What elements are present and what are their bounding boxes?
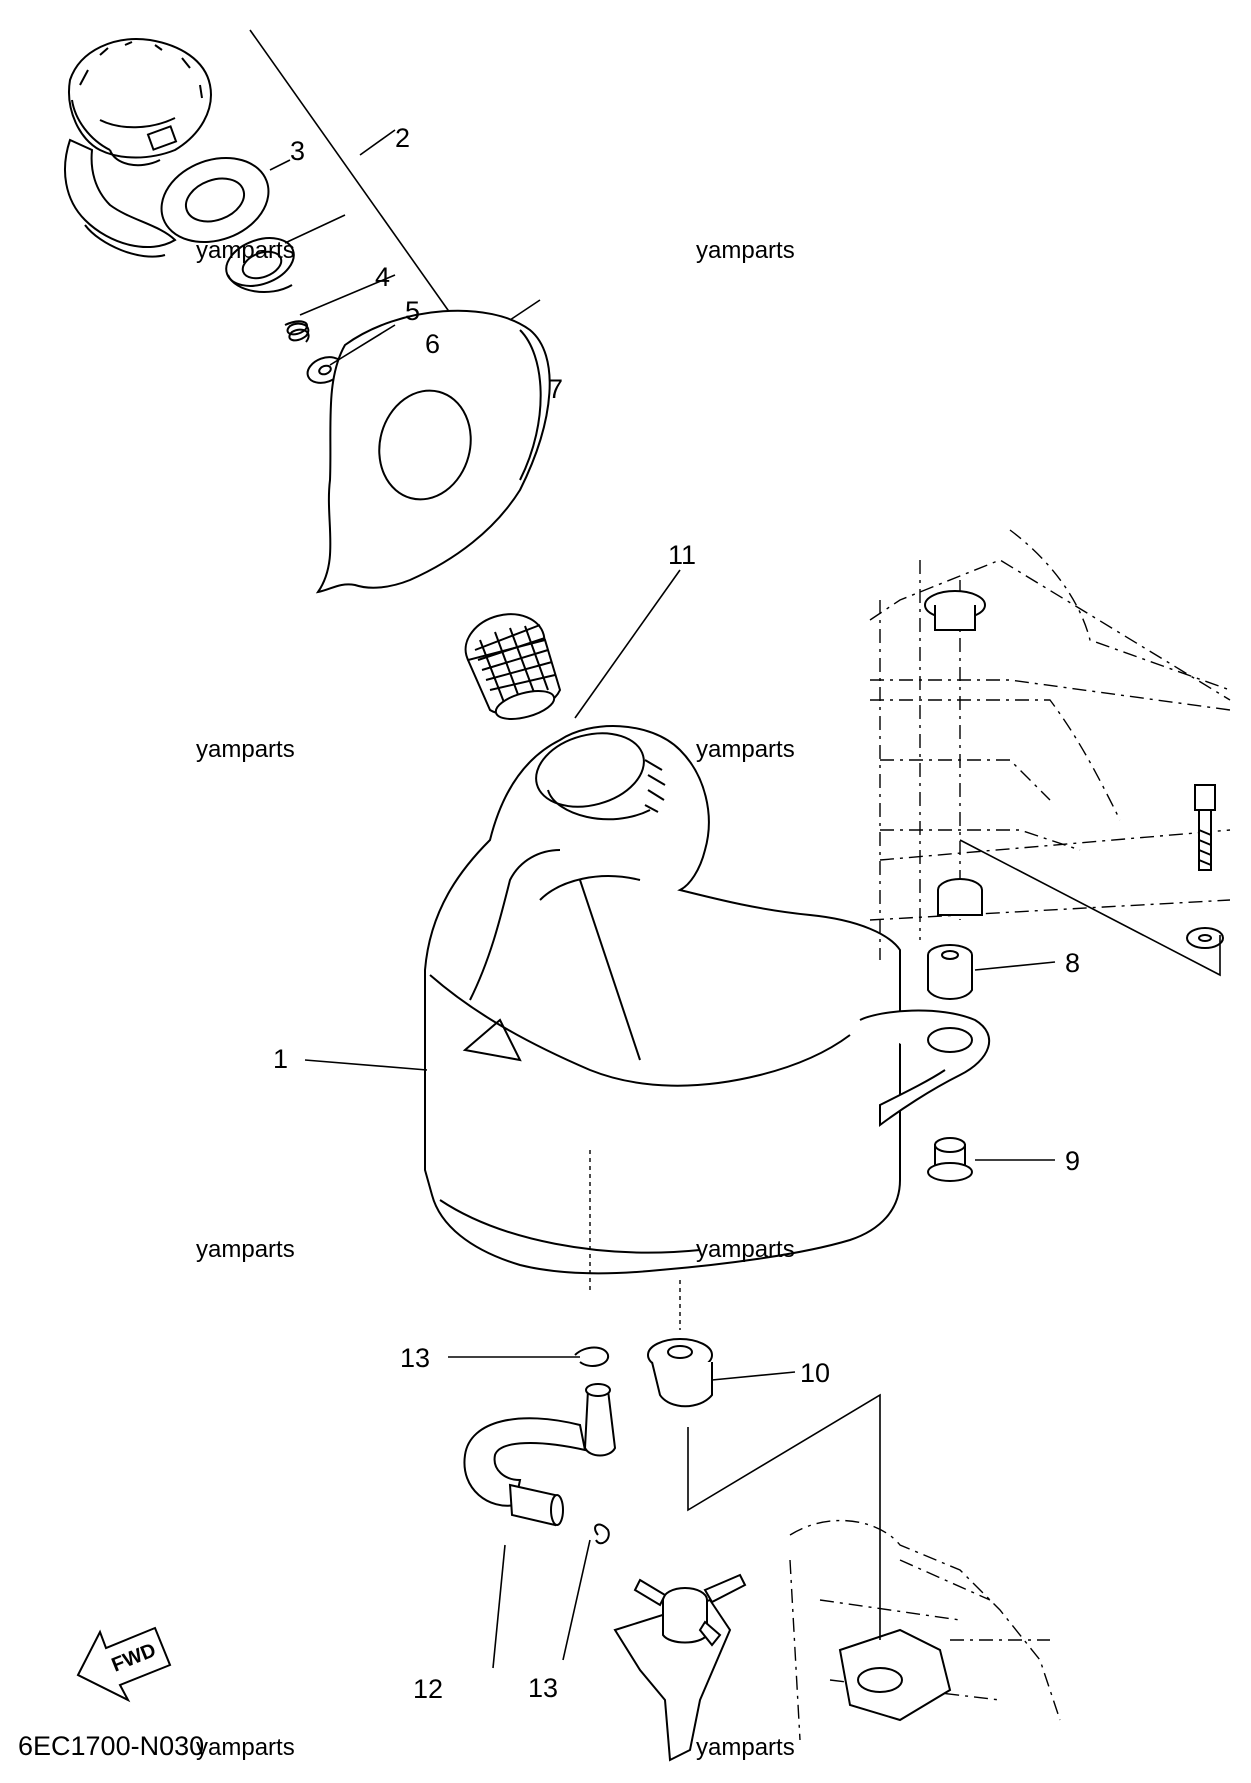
grommet-part-8 <box>927 944 973 1000</box>
leader-lines <box>269 159 1221 1669</box>
lower-casting-reference <box>789 1519 1061 1741</box>
grommet-part-10 <box>647 1338 713 1408</box>
callout-4: 4 <box>375 262 390 292</box>
callout-10: 10 <box>800 1358 830 1388</box>
watermark: yamparts <box>196 736 295 763</box>
filter-part-11 <box>464 613 562 720</box>
fuel-hose-part-12 <box>463 1383 617 1527</box>
fuel-joint <box>613 1573 747 1762</box>
callout-8: 8 <box>1065 948 1080 978</box>
fwd-arrow-icon: FWD <box>76 1626 172 1703</box>
watermark: yamparts <box>196 1734 295 1761</box>
watermark: yamparts <box>196 1236 295 1263</box>
gasket-part-3 <box>160 156 270 244</box>
watermark: yamparts <box>696 736 795 763</box>
spring-part-5 <box>284 320 310 343</box>
fuel-cap <box>64 38 212 258</box>
diagram-code: 6EC1700-N030 <box>18 1731 204 1761</box>
callout-13-lower: 13 <box>528 1673 558 1703</box>
watermark: yamparts <box>696 1236 795 1263</box>
watermark: yamparts <box>696 1734 795 1761</box>
hose-clip-part-13-lower <box>594 1523 610 1545</box>
callout-1: 1 <box>273 1044 288 1074</box>
callout-numbers: 2 3 4 5 6 7 11 1 8 9 10 13 12 13 <box>273 123 1080 1704</box>
engine-bracket-reference <box>869 529 1231 960</box>
fuel-tank-part-1 <box>424 725 991 1330</box>
valve-part-4 <box>225 237 295 293</box>
watermark: yamparts <box>196 237 295 264</box>
callout-13-upper: 13 <box>400 1343 430 1373</box>
callout-7: 7 <box>548 374 563 404</box>
callout-12: 12 <box>413 1674 443 1704</box>
callout-3: 3 <box>290 136 305 166</box>
callout-5: 5 <box>405 296 420 326</box>
callout-9: 9 <box>1065 1146 1080 1176</box>
watermarks: yamparts yamparts yamparts yamparts yamp… <box>196 237 795 1761</box>
collar-part-9 <box>927 1137 973 1182</box>
filler-collar-part-7 <box>315 309 551 594</box>
hose-clip-part-13-upper <box>574 1346 610 1367</box>
callout-2: 2 <box>395 123 410 153</box>
callout-6: 6 <box>425 329 440 359</box>
callout-11: 11 <box>668 540 696 570</box>
watermark: yamparts <box>696 237 795 264</box>
